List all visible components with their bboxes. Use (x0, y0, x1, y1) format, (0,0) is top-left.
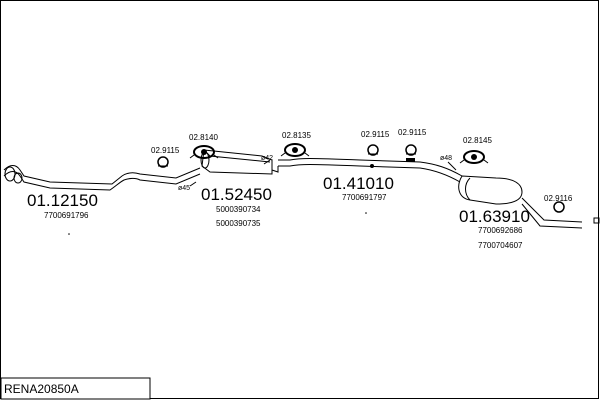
clamp-icon (405, 144, 417, 162)
hanger-1-label: 02.8140 (189, 133, 218, 142)
diameter-1-label: ø45 (178, 185, 190, 192)
middle-silencer-code: 01.52450 (201, 185, 272, 204)
center-pipe-code: 01.41010 (323, 174, 394, 193)
clamp-icon (367, 144, 379, 156)
center-pipe (278, 158, 463, 183)
kit-code: RENA20850A (4, 382, 79, 396)
hardware-items (157, 143, 565, 213)
diameter-markers (189, 159, 457, 187)
diameter-2-label: ø42 (261, 155, 273, 162)
rubber-hanger-icon (459, 150, 489, 164)
middle-silencer-ref-1: 5000390734 (216, 205, 261, 214)
clamp-1-label: 02.9115 (151, 146, 180, 155)
hanger-2-label: 02.8135 (282, 131, 311, 140)
kit-code-box: RENA20850A (0, 377, 151, 400)
rear-silencer (458, 175, 600, 229)
rear-silencer-ref-1: 7700692686 (478, 226, 523, 235)
clamp-2-label: 02.9115 (361, 130, 390, 139)
clamp-icon (553, 201, 565, 213)
rear-silencer-code: 01.63910 (459, 207, 530, 226)
hanger-3-label: 02.8145 (463, 136, 492, 145)
front-pipe (3, 165, 201, 191)
clamp-icon (157, 156, 169, 168)
front-pipe-ref: 7700691796 (44, 211, 89, 220)
front-pipe-code: 01.12150 (27, 191, 98, 210)
clamp-4-label: 02.9116 (544, 194, 573, 203)
center-pipe-ref: 7700691797 (342, 193, 387, 202)
clamp-3-label: 02.9115 (398, 128, 427, 137)
rubber-hanger-icon (189, 145, 219, 159)
rear-silencer-ref-2: 7700704607 (478, 241, 523, 250)
diameter-3-label: ø48 (440, 155, 452, 162)
rubber-hanger-icon (280, 143, 310, 157)
middle-silencer-ref-2: 5000390735 (216, 219, 261, 228)
